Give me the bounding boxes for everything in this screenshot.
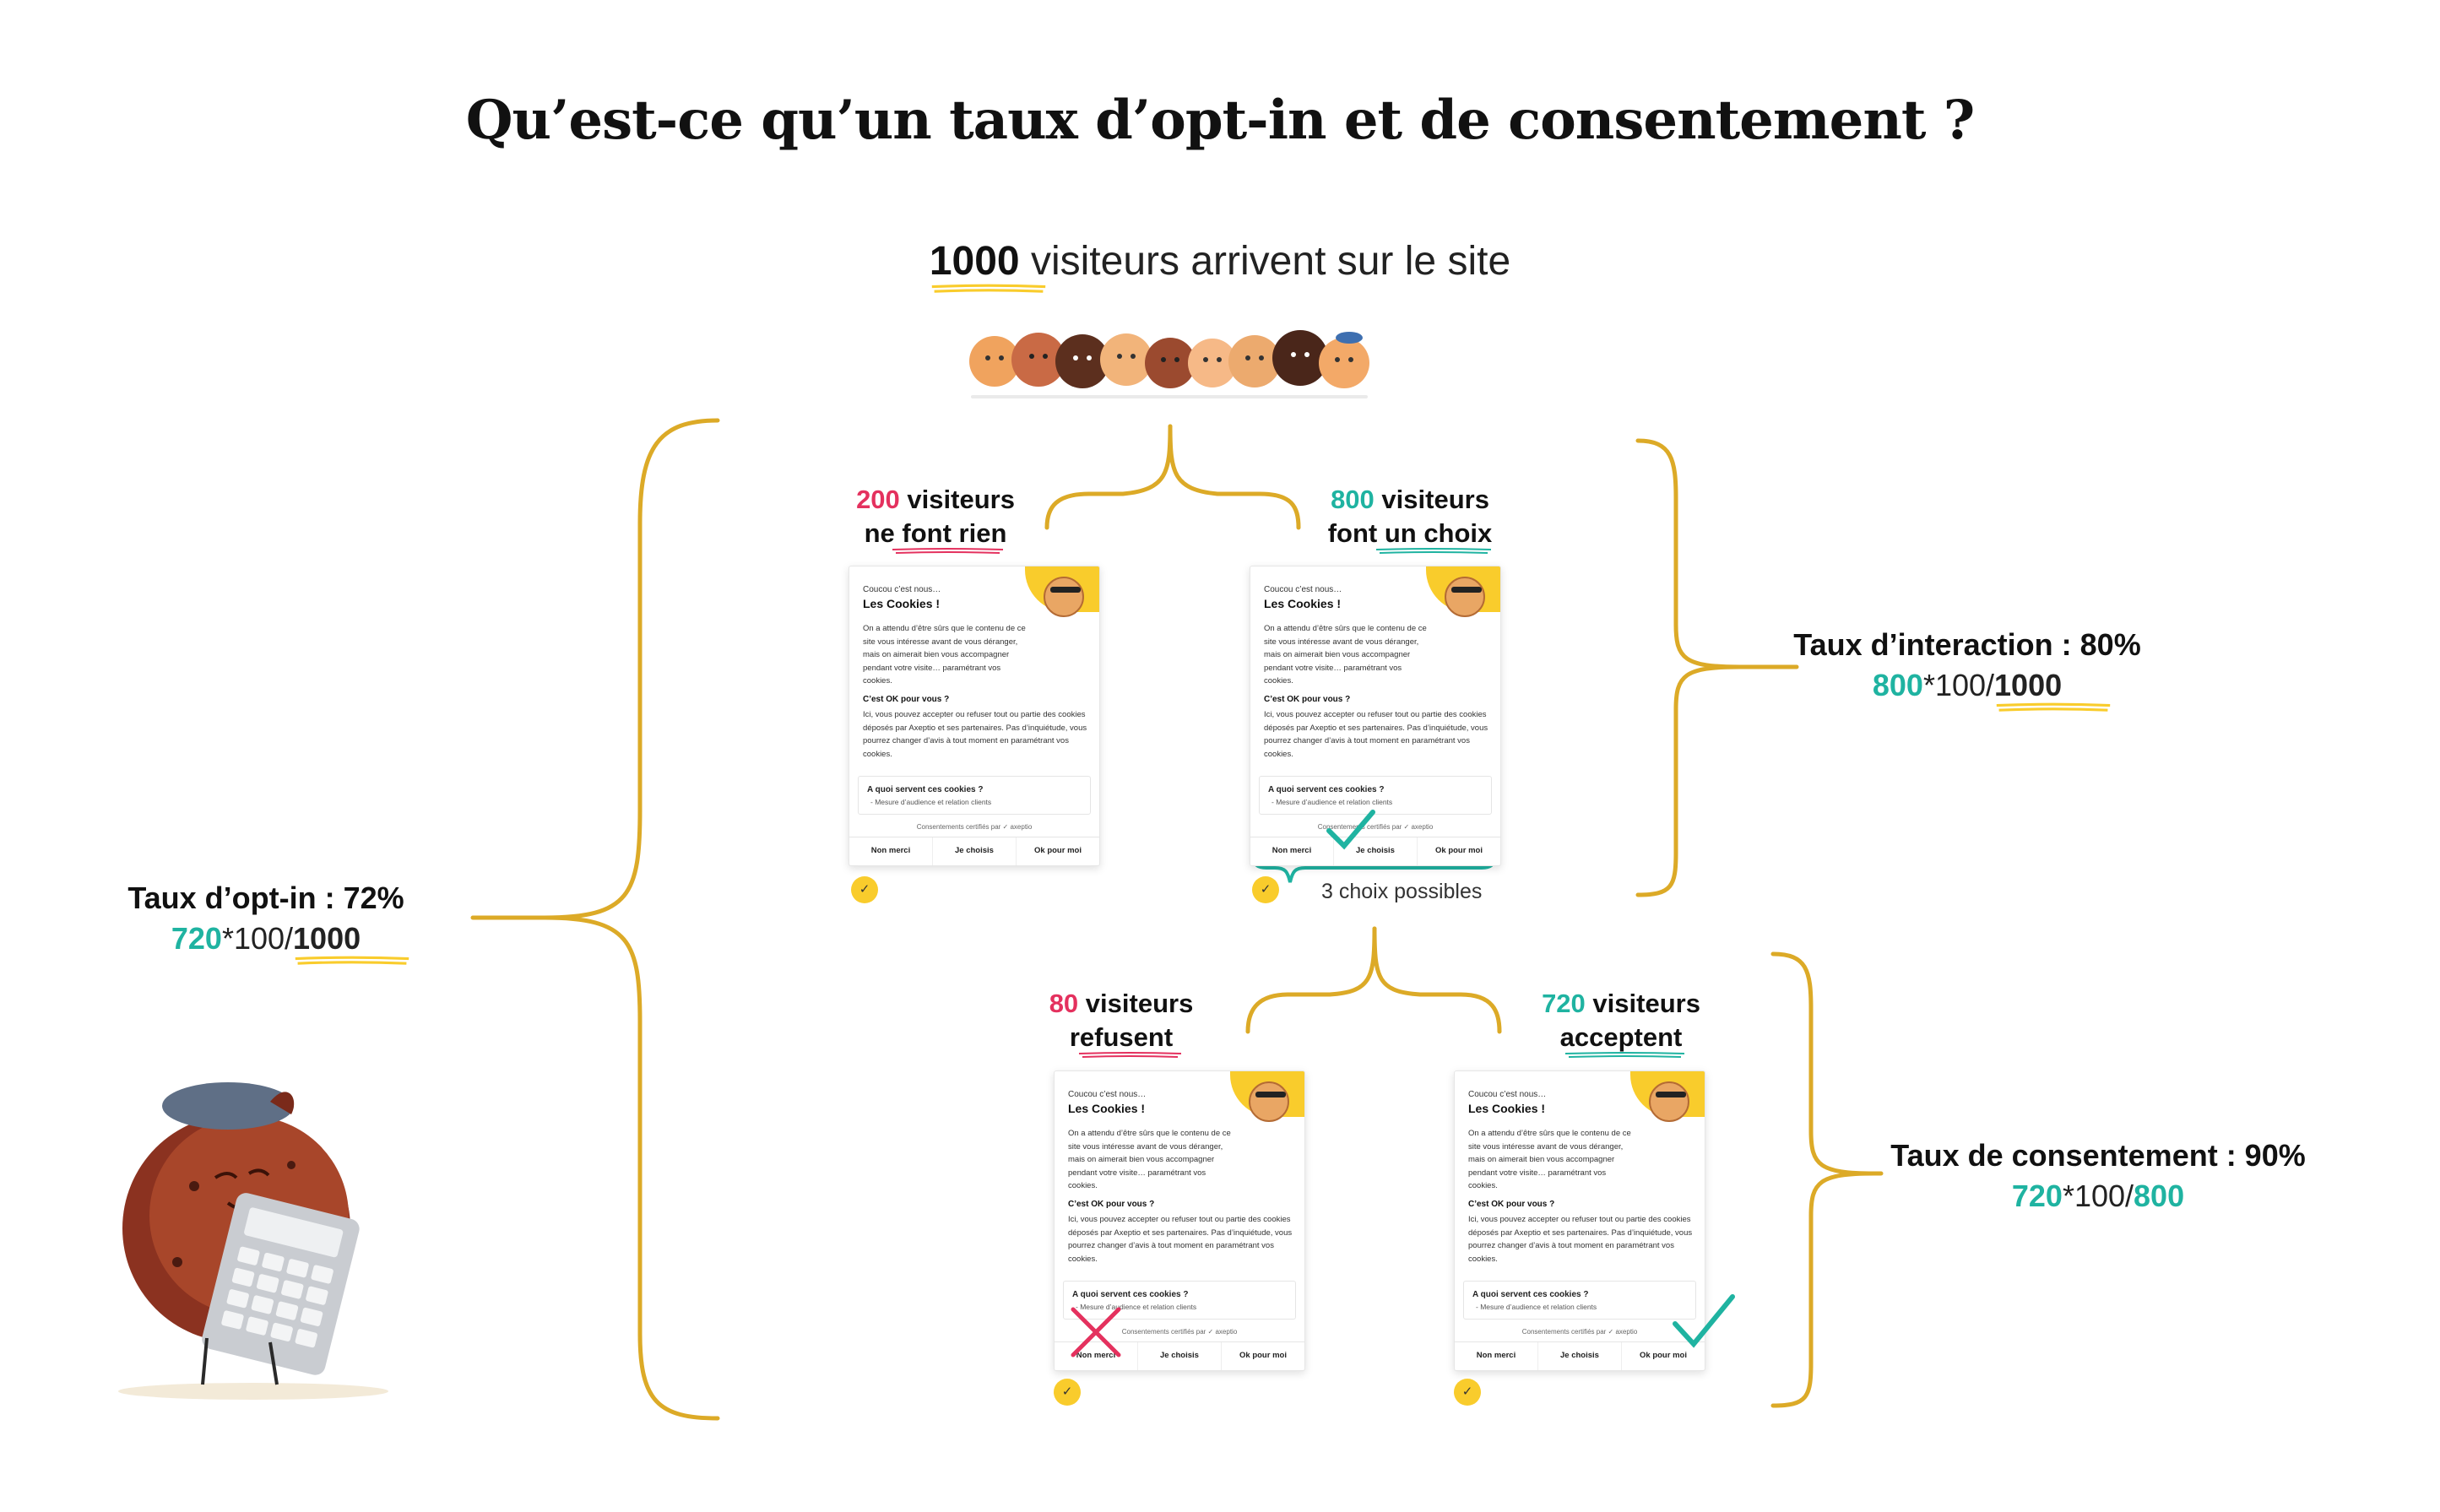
accept-button[interactable]: Ok pour moi bbox=[1016, 837, 1099, 865]
label-refuse: 80 visiteurs refusent bbox=[1049, 989, 1194, 1052]
choice-check-icon bbox=[1326, 810, 1375, 850]
accept-button[interactable]: Ok pour moi bbox=[1621, 1342, 1705, 1370]
interaction-brace bbox=[1635, 438, 1742, 897]
refuse-button[interactable]: Non merci bbox=[1476, 1351, 1516, 1360]
choose-button[interactable]: Je choisis bbox=[1537, 1342, 1621, 1370]
cookie-banner-card-choice: Coucou c’est nous… Les Cookies ! On a at… bbox=[1250, 566, 1501, 866]
accept-button[interactable]: Ok pour moi bbox=[1417, 837, 1500, 865]
rate-consent: Taux de consentement : 90% 720*100/800 bbox=[1890, 1138, 2306, 1213]
page-title: Qu’est-ce qu’un taux d’opt-in et de cons… bbox=[465, 89, 1975, 152]
optin-brace bbox=[542, 418, 720, 1421]
visitors-headline: 1000 visiteurs arrivent sur le site bbox=[0, 238, 2440, 293]
refuse-button[interactable]: Non merci bbox=[1272, 846, 1312, 855]
choices-note: 3 choix possibles bbox=[1321, 880, 1483, 903]
rate-interaction: Taux d’interaction : 80% 800*100/1000 bbox=[1781, 625, 2153, 712]
axeptio-check-icon: ✓ bbox=[851, 876, 878, 903]
underline-nothing bbox=[892, 548, 1004, 554]
cookie-mascot-icon bbox=[1649, 1081, 1689, 1122]
label-nothing: 200 visiteurs ne font rien bbox=[856, 485, 1015, 548]
rate-optin: Taux d’opt-in : 72% 720*100/1000 bbox=[97, 878, 435, 965]
cookie-mascot-icon bbox=[1249, 1081, 1289, 1122]
accept-button[interactable]: Ok pour moi bbox=[1221, 1342, 1304, 1370]
split-bottom-bracket bbox=[1245, 926, 1377, 1034]
cookie-crowd-illustration bbox=[969, 330, 1369, 398]
accept-check-icon bbox=[1673, 1294, 1735, 1348]
axeptio-check-icon: ✓ bbox=[1252, 876, 1279, 903]
visitors-count: 1000 bbox=[930, 239, 1046, 293]
underline-choice bbox=[1375, 548, 1492, 554]
cookie-mascot-icon bbox=[1044, 577, 1084, 617]
choose-button[interactable]: Je choisis bbox=[1333, 837, 1417, 865]
axeptio-check-icon: ✓ bbox=[1454, 1379, 1481, 1406]
axeptio-check-icon: ✓ bbox=[1054, 1379, 1081, 1406]
rate-interaction-den: 1000 bbox=[1994, 668, 2111, 712]
cookie-banner-card-nothing: Coucou c’est nous… Les Cookies ! On a at… bbox=[849, 566, 1100, 866]
choose-button[interactable]: Je choisis bbox=[1137, 1342, 1221, 1370]
visitors-text: visiteurs arrivent sur le site bbox=[1030, 239, 1511, 284]
cookie-banner-card-accept: Coucou c’est nous… Les Cookies ! On a at… bbox=[1454, 1070, 1705, 1371]
consent-brace bbox=[1770, 951, 1877, 1408]
cookie-mascot-icon bbox=[1445, 577, 1485, 617]
cookie-banner-card-refuse: Coucou c’est nous… Les Cookies ! On a at… bbox=[1054, 1070, 1305, 1371]
split-top-bracket bbox=[1044, 424, 1173, 530]
cookie-calculator-illustration bbox=[118, 1082, 388, 1400]
underline-refuse bbox=[1078, 1052, 1182, 1058]
underline-accept bbox=[1564, 1052, 1685, 1058]
rate-optin-den: 1000 bbox=[293, 921, 409, 965]
label-accept: 720 visiteurs acceptent bbox=[1542, 989, 1700, 1052]
choose-button[interactable]: Je choisis bbox=[932, 837, 1016, 865]
label-choice: 800 visiteurs font un choix bbox=[1327, 485, 1493, 548]
refuse-button[interactable]: Non merci bbox=[1076, 1351, 1116, 1360]
refuse-button[interactable]: Non merci bbox=[870, 846, 911, 855]
highlight-underline bbox=[931, 284, 1046, 293]
refuse-cross-icon bbox=[1071, 1307, 1121, 1358]
choices-bracket bbox=[1252, 848, 1496, 883]
